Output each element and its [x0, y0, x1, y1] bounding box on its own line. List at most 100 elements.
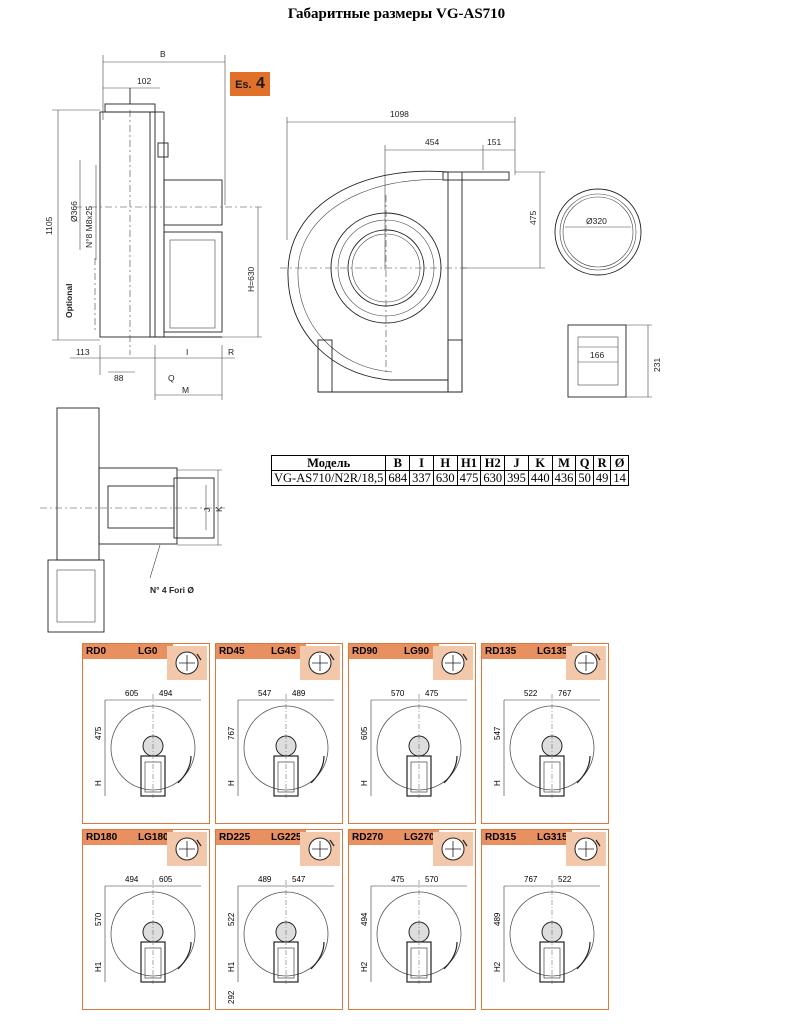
- panel-rd-label: RD0: [83, 644, 135, 659]
- dim-b: B: [160, 49, 166, 59]
- rotation-arrow: [576, 755, 591, 784]
- dim-a: 475: [391, 875, 405, 884]
- side-view: B 102 1105 Ø366 N°8 M8x25 Optional H=630: [44, 49, 262, 400]
- dim-b: 547: [292, 875, 306, 884]
- table-cell: VG-AS710/N2R/18,5: [270, 470, 387, 486]
- es-badge: Es. 4: [230, 72, 270, 96]
- dim-bolts: N°8 M8x25: [84, 206, 94, 248]
- rotation-icon: [566, 646, 606, 680]
- table-header-cell: J: [504, 455, 529, 471]
- dim-v3: 292: [227, 990, 236, 1004]
- dim-v2: H2: [493, 961, 502, 972]
- table-header-cell: H2: [480, 455, 506, 471]
- dim-v2: H2: [360, 961, 369, 972]
- dim-r: R: [228, 347, 234, 357]
- table-header-cell: H: [432, 455, 458, 471]
- dim-366: Ø366: [69, 201, 79, 222]
- dim-1098: 1098: [390, 109, 409, 119]
- table-header-cell: R: [592, 455, 612, 471]
- dim-b: 475: [425, 689, 439, 698]
- rotation-arrow: [576, 941, 591, 970]
- front-view: 1098 454 151 475: [280, 109, 545, 393]
- dim-v2: H: [493, 780, 502, 786]
- dim-102: 102: [137, 76, 151, 86]
- dim-v1: 570: [94, 912, 103, 926]
- table-cell: 475: [456, 470, 482, 486]
- rotation-arrow: [310, 755, 325, 784]
- table-cell: 436: [551, 470, 577, 486]
- dim-b: 570: [425, 875, 439, 884]
- dim-320: Ø320: [586, 216, 607, 226]
- rotation-arrow: [443, 941, 458, 970]
- dim-v1: 547: [493, 726, 502, 740]
- dim-a: 494: [125, 875, 139, 884]
- table-header-cell: B: [385, 455, 411, 471]
- panel-rd-label: RD45: [216, 644, 268, 659]
- table-cell: 630: [480, 470, 506, 486]
- rotation-arrow: [177, 941, 192, 970]
- table-cell: 684: [385, 470, 411, 486]
- dim-b: 522: [558, 875, 572, 884]
- dim-k: K: [214, 506, 224, 512]
- dim-a: 522: [524, 689, 538, 698]
- dim-v2: H1: [94, 961, 103, 972]
- dim-v2: H: [360, 780, 369, 786]
- dim-b: 767: [558, 689, 572, 698]
- badge-es: Es.: [235, 79, 252, 91]
- badge-num: 4: [256, 75, 265, 92]
- dim-231: 231: [652, 358, 662, 372]
- dim-q: Q: [168, 373, 175, 383]
- dim-b: 494: [159, 689, 173, 698]
- page-title: Габаритные размеры VG-AS710: [287, 6, 506, 22]
- table-cell: 14: [610, 470, 629, 486]
- panel-rd-label: RD270: [349, 830, 401, 845]
- dim-v2: H: [94, 780, 103, 786]
- dim-h630: H=630: [246, 266, 256, 292]
- rotation-icon: [566, 832, 606, 866]
- table-header-cell: Модель: [270, 455, 387, 471]
- table-cell: 337: [409, 470, 434, 486]
- dim-166: 166: [590, 350, 604, 360]
- panel-lg-label: LG315: [534, 830, 572, 845]
- dim-v1: 605: [360, 726, 369, 740]
- table-header-cell: Ø: [610, 455, 629, 471]
- table-cell: 50: [575, 470, 594, 486]
- table-header-cell: Q: [575, 455, 594, 471]
- rotation-icon: [167, 646, 207, 680]
- top-view: J K N° 4 Fori Ø: [40, 407, 225, 633]
- dim-a: 547: [258, 689, 272, 698]
- dim-454: 454: [425, 137, 439, 147]
- table-header-cell: H1: [456, 455, 482, 471]
- rotation-arrow: [310, 941, 325, 970]
- label-holes: N° 4 Fori Ø: [150, 585, 194, 595]
- rotation-icon: [300, 832, 340, 866]
- table-cell: 49: [592, 470, 612, 486]
- label-optional: Optional: [64, 284, 74, 318]
- panel-lg-label: LG45: [268, 644, 306, 659]
- rotation-icon: [433, 646, 473, 680]
- dim-v1: 767: [227, 726, 236, 740]
- panel-lg-label: LG270: [401, 830, 439, 845]
- panel-lg-label: LG0: [135, 644, 173, 659]
- table-cell: 440: [527, 470, 553, 486]
- rotation-arrow: [443, 755, 458, 784]
- dim-m: M: [182, 385, 189, 395]
- dim-v1: 489: [493, 912, 502, 926]
- panel-rd-label: RD225: [216, 830, 268, 845]
- panel-rd-label: RD90: [349, 644, 401, 659]
